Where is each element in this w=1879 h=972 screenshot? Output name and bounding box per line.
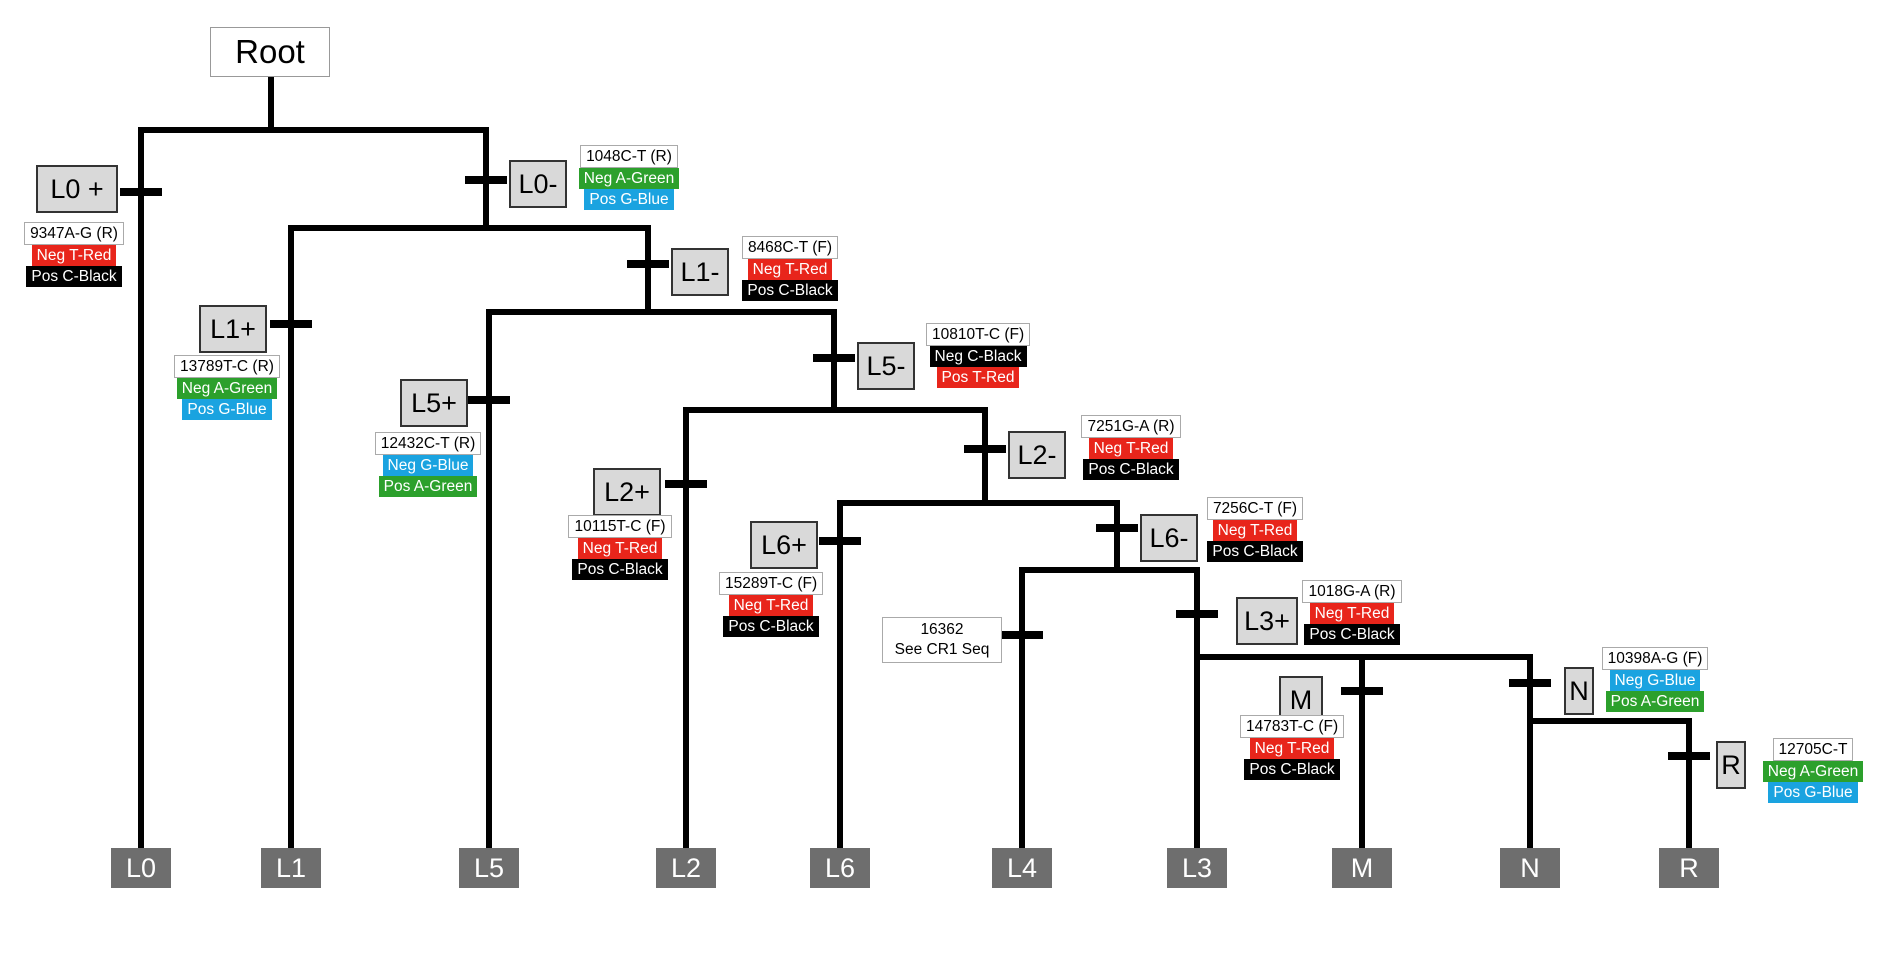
mutation-label: 7251G-A (R) [1081, 415, 1181, 438]
positive-chip: Pos C-Black [723, 616, 819, 637]
mutation-label: 15289T-C (F) [719, 572, 824, 595]
note-line: See CR1 Seq [894, 641, 990, 658]
positive-chip: Pos C-Black [26, 266, 122, 287]
mutation-label: 1018G-A (R) [1302, 580, 1402, 603]
mutation-label: 8468C-T (F) [741, 236, 839, 259]
mutation-label: 12705C-T [1772, 738, 1854, 761]
positive-chip: Pos G-Blue [1768, 782, 1858, 803]
positive-chip: Pos A-Green [378, 476, 478, 497]
negative-chip: Neg T-Red [1309, 603, 1395, 624]
positive-chip: Pos C-Black [1244, 759, 1340, 780]
branch-tag-l0plus: L0 + [36, 165, 118, 213]
leaf-l4: L4 [992, 848, 1052, 888]
mutation-label: 1048C-T (R) [580, 145, 678, 168]
leaf-l6: L6 [810, 848, 870, 888]
positive-chip: Pos G-Blue [182, 399, 272, 420]
negative-chip: Neg G-Blue [1609, 670, 1701, 691]
branch-tag-l1minus: L1- [671, 248, 729, 296]
branch-tag-r: R [1716, 741, 1746, 789]
positive-chip: Pos A-Green [1605, 691, 1705, 712]
branch-tag-l6minus: L6- [1140, 514, 1198, 562]
negative-chip: Neg T-Red [1212, 520, 1298, 541]
positive-chip: Pos C-Black [1207, 541, 1303, 562]
negative-chip: Neg A-Green [578, 168, 680, 189]
negative-chip: Neg T-Red [1249, 738, 1335, 759]
negative-chip: Neg T-Red [728, 595, 814, 616]
mutation-label: 10398A-G (F) [1601, 647, 1709, 670]
branch-tag-l3plus: L3+ [1236, 597, 1298, 645]
mutation-label: 7256C-T (F) [1206, 497, 1304, 520]
leaf-n: N [1500, 848, 1560, 888]
positive-chip: Pos G-Blue [584, 189, 674, 210]
mutation-label: 13789T-C (R) [174, 355, 280, 378]
positive-chip: Pos C-Black [572, 559, 668, 580]
mutation-label: 12432C-T (R) [374, 432, 482, 455]
branch-tag-l5minus: L5- [857, 342, 915, 390]
negative-chip: Neg C-Black [929, 346, 1027, 367]
mutation-label: 14783T-C (F) [1240, 715, 1345, 738]
leaf-l5: L5 [459, 848, 519, 888]
negative-chip: Neg A-Green [1762, 761, 1864, 782]
mutation-label: 10810T-C (F) [926, 323, 1031, 346]
branch-tag-l1plus: L1+ [199, 305, 267, 353]
branch-tag-l2plus: L2+ [593, 468, 661, 516]
root-box: Root [210, 27, 330, 77]
negative-chip: Neg T-Red [31, 245, 117, 266]
leaf-l1: L1 [261, 848, 321, 888]
positive-chip: Pos T-Red [936, 367, 1020, 388]
negative-chip: Neg T-Red [577, 538, 663, 559]
mutation-label: 10115T-C (F) [568, 515, 672, 538]
leaf-m: M [1332, 848, 1392, 888]
positive-chip: Pos C-Black [1083, 459, 1179, 480]
negative-chip: Neg T-Red [1088, 438, 1174, 459]
negative-chip: Neg T-Red [747, 259, 833, 280]
negative-chip: Neg A-Green [176, 378, 278, 399]
leaf-l3: L3 [1167, 848, 1227, 888]
branch-tag-l5plus: L5+ [400, 379, 468, 427]
branch-tag-l6plus: L6+ [750, 521, 818, 569]
leaf-l0: L0 [111, 848, 171, 888]
note-line: 16362 [920, 621, 964, 638]
leaf-l2: L2 [656, 848, 716, 888]
branch-tag-n: N [1564, 667, 1594, 715]
negative-chip: Neg G-Blue [382, 455, 474, 476]
branch-tag-l2minus: L2- [1008, 431, 1066, 479]
positive-chip: Pos C-Black [742, 280, 838, 301]
branch-tag-l0minus: L0- [509, 160, 567, 208]
mutation-label: 9347A-G (R) [24, 222, 124, 245]
leaf-r: R [1659, 848, 1719, 888]
positive-chip: Pos C-Black [1304, 624, 1400, 645]
